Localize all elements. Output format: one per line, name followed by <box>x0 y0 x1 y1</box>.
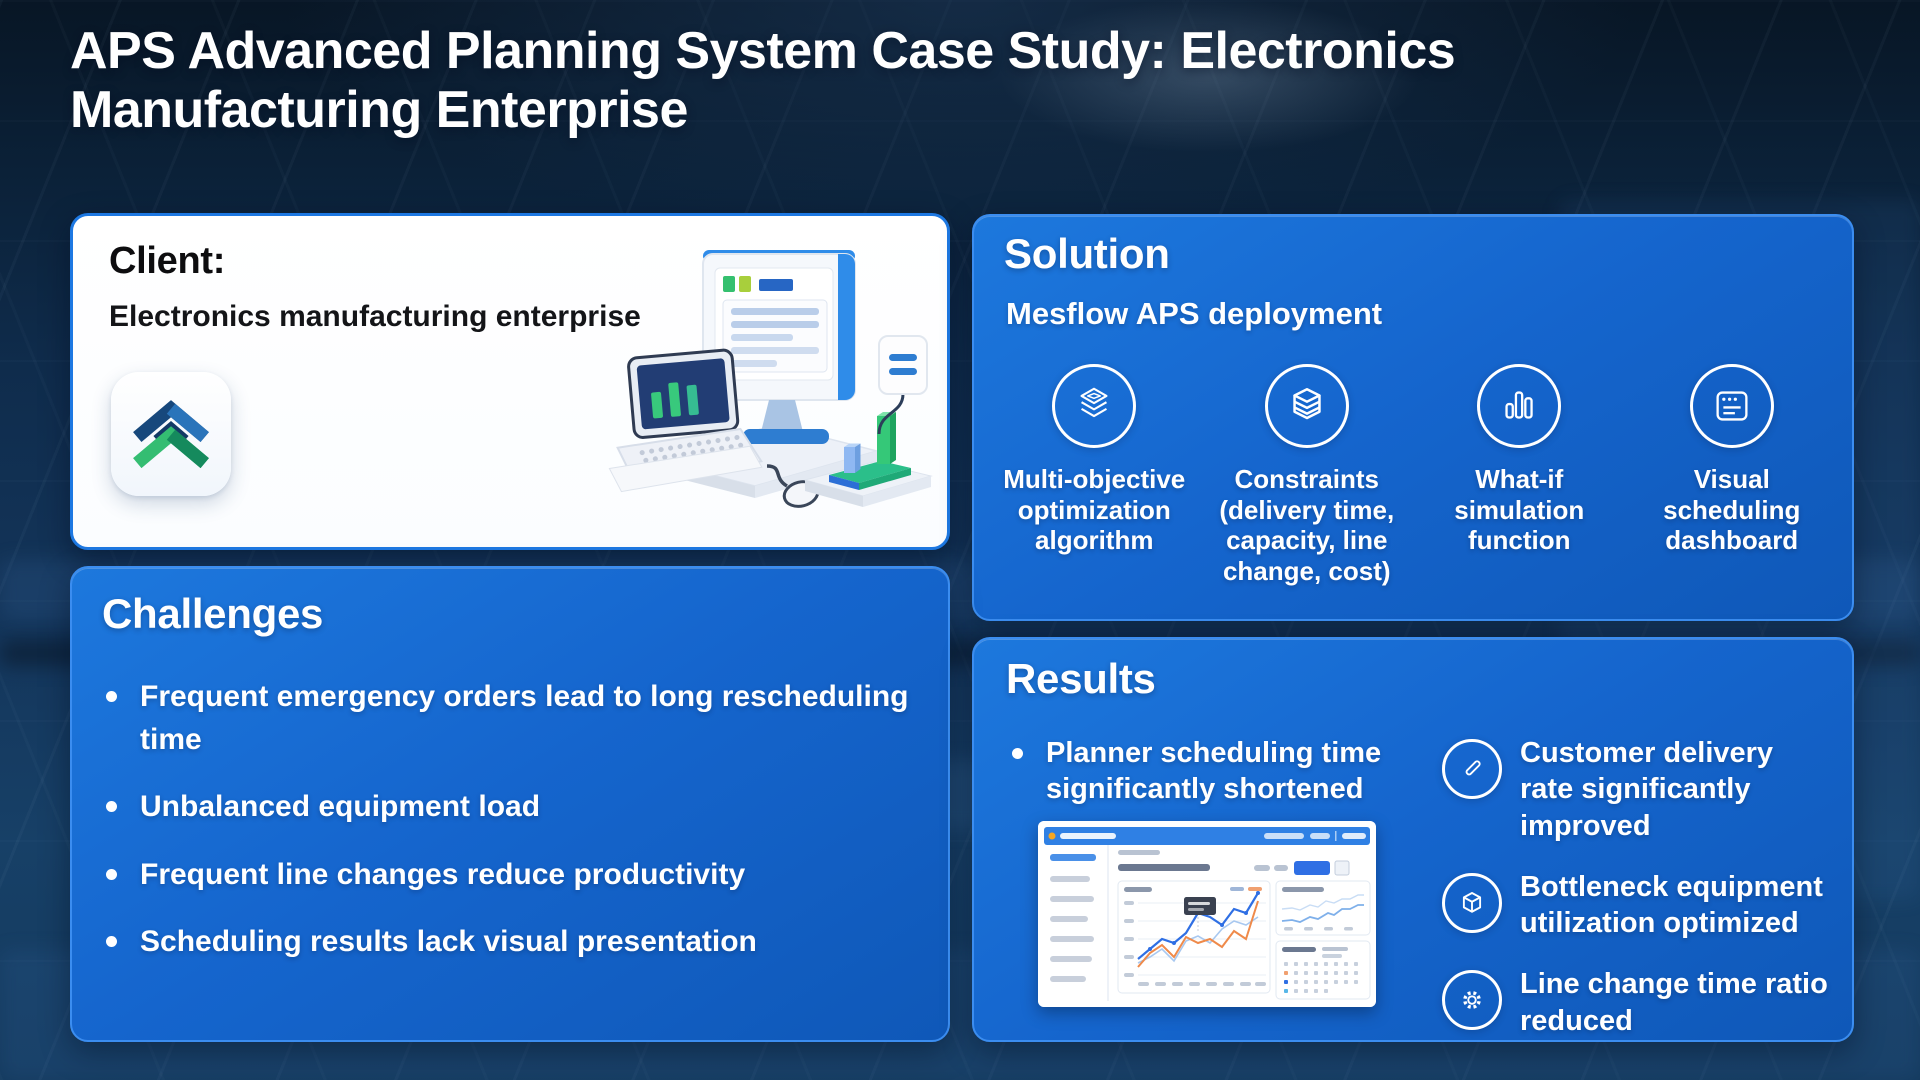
stacked-layers-icon <box>1264 364 1349 448</box>
solution-subheading: Mesflow APS deployment <box>1006 296 1383 331</box>
gear-icon <box>1442 970 1502 1031</box>
challenges-heading: Challenges <box>102 590 324 637</box>
workstation-illustration <box>608 250 933 508</box>
results-heading: Results <box>1006 655 1156 702</box>
feature-label: Visual scheduling dashboard <box>1663 464 1801 556</box>
results-bullet-text: Planner scheduling time significantly sh… <box>1046 737 1382 806</box>
results-bullet-item: Planner scheduling time significantly sh… <box>1010 735 1420 808</box>
challenge-item: Scheduling results lack visual presentat… <box>104 921 918 964</box>
solution-feature: What-if simulation function <box>1413 364 1626 587</box>
challenge-text: Frequent emergency orders lead to long r… <box>140 680 909 756</box>
challenge-item: Frequent line changes reduce productivit… <box>104 854 918 897</box>
solution-feature: Constraints (delivery time, capacity, li… <box>1201 364 1414 587</box>
pencil-icon <box>1442 739 1502 799</box>
challenges-list: Frequent emergency orders lead to long r… <box>104 676 918 989</box>
results-card: Results Planner scheduling time signific… <box>972 637 1854 1042</box>
challenge-text: Frequent line changes reduce productivit… <box>140 857 746 891</box>
bullet-dot <box>106 691 117 702</box>
results-items: Customer delivery rate significantly imp… <box>1442 735 1834 1039</box>
bullet-dot <box>106 936 117 948</box>
package-icon <box>1442 872 1502 933</box>
feature-label: Constraints (delivery time, capacity, li… <box>1219 464 1395 587</box>
results-dashboard-thumbnail <box>1038 821 1376 1007</box>
dashboard-board-icon <box>1689 364 1774 448</box>
solution-feature: Visual scheduling dashboard <box>1626 364 1839 587</box>
feature-label: What-if simulation function <box>1454 464 1585 556</box>
solution-heading: Solution <box>1004 230 1170 277</box>
client-card: Client: Electronics manufacturing enterp… <box>70 213 950 550</box>
feature-label: Multi-objective optimization algorithm <box>1003 464 1186 556</box>
solution-feature: Multi-objective optimization algorithm <box>988 364 1201 587</box>
monitor <box>702 250 856 444</box>
laptop <box>608 348 763 493</box>
client-heading: Client: <box>109 240 226 282</box>
result-text: Bottleneck equipment utilization optimiz… <box>1520 870 1823 939</box>
challenge-text: Unbalanced equipment load <box>140 790 541 824</box>
result-text: Customer delivery rate significantly imp… <box>1520 737 1774 842</box>
client-description: Electronics manufacturing enterprise <box>109 300 641 333</box>
page-title: APS Advanced Planning System Case Study:… <box>70 22 1456 139</box>
challenge-item: Unbalanced equipment load <box>104 786 918 829</box>
bullet-dot <box>1012 748 1023 759</box>
result-item: Customer delivery rate significantly imp… <box>1442 735 1834 844</box>
bullet-dot <box>106 801 117 813</box>
challenge-text: Scheduling results lack visual presentat… <box>140 925 757 959</box>
layered-chevron-logo-icon <box>133 400 209 469</box>
challenges-card: Challenges Frequent emergency orders lea… <box>70 566 950 1042</box>
challenge-item: Frequent emergency orders lead to long r… <box>104 676 918 761</box>
result-text: Line change time ratio reduced <box>1520 968 1828 1037</box>
bullet-dot <box>106 868 117 880</box>
layered-cube-icon <box>1052 364 1137 448</box>
result-item: Line change time ratio reduced <box>1442 966 1834 1039</box>
client-logo <box>111 372 231 496</box>
bar-chart-icon <box>1477 364 1562 448</box>
solution-features: Multi-objective optimization algorithm C… <box>988 364 1838 587</box>
solution-card: Solution Mesflow APS deployment Multi-ob… <box>972 214 1854 621</box>
note-card <box>877 335 928 435</box>
result-item: Bottleneck equipment utilization optimiz… <box>1442 869 1834 942</box>
